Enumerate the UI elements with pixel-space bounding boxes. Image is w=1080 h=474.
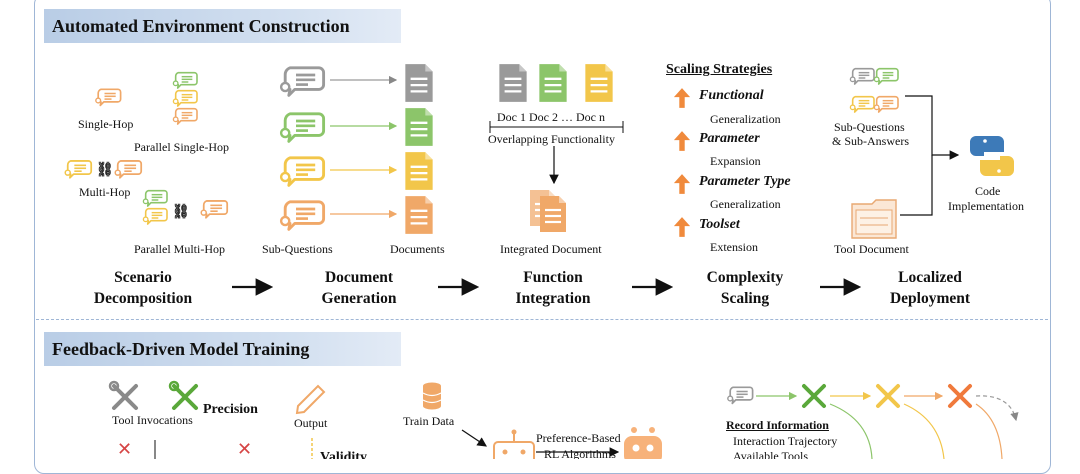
scaling-title: Scaling Strategies bbox=[666, 62, 773, 77]
label-overlap: Overlapping Functionality bbox=[488, 132, 615, 146]
label-parallel-multi-hop: Parallel Multi-Hop bbox=[134, 242, 225, 256]
scaling-item-sub: Expansion bbox=[710, 154, 761, 168]
scaling-item-name: Toolset bbox=[699, 217, 740, 232]
scaling-item-sub: Generalization bbox=[710, 112, 781, 126]
sub-qa-icon bbox=[849, 67, 899, 113]
label-interaction-trajectory: Interaction Trajectory bbox=[733, 434, 838, 448]
database-icon bbox=[422, 382, 442, 410]
robot-icon bbox=[493, 429, 535, 459]
scale-arrow-icon bbox=[673, 131, 691, 151]
python-icon bbox=[970, 136, 1014, 176]
svg-text:⛓: ⛓ bbox=[96, 161, 114, 178]
scaling-item-sub: Extension bbox=[710, 240, 758, 254]
docgen-row-green bbox=[279, 106, 434, 148]
docgen-row-gray bbox=[279, 62, 434, 104]
label-code-implementation: Implementation bbox=[948, 199, 1024, 213]
section-title-training: Feedback-Driven Model Training bbox=[44, 332, 401, 366]
tool-yellow-icon bbox=[876, 384, 900, 408]
pencil-icon bbox=[295, 384, 326, 415]
integrated-document-icon bbox=[528, 188, 568, 234]
label-output: Output bbox=[294, 416, 328, 430]
wrench-green-icon bbox=[168, 380, 198, 410]
deploy-connector bbox=[900, 155, 933, 216]
scale-arrow-icon bbox=[673, 88, 691, 108]
docgen-row-yellow bbox=[279, 150, 434, 192]
label-preference-based: Preference-Based bbox=[536, 431, 621, 445]
docgen-row-orange bbox=[279, 194, 434, 236]
section-divider bbox=[36, 319, 1048, 320]
section-title-environment: Automated Environment Construction bbox=[44, 9, 401, 43]
label-docs: Doc 1 Doc 2 … Doc n bbox=[497, 110, 605, 124]
label-tool-invocations: Tool Invocations bbox=[112, 413, 193, 427]
label-record-information: Record Information bbox=[726, 418, 829, 432]
deploy-connector bbox=[905, 95, 960, 160]
label-sub-questions-answers: Sub-Questions bbox=[834, 120, 905, 134]
label-multi-hop: Multi-Hop bbox=[79, 185, 131, 199]
wrench-icon bbox=[108, 380, 138, 410]
scaling-item-name: Parameter Type bbox=[699, 174, 791, 189]
parallel-single-hop-icon bbox=[172, 71, 198, 125]
cross-icon: ✕ bbox=[117, 439, 132, 459]
parallel-multi-hop-icon: ⛓ bbox=[142, 189, 229, 225]
tool-orange-icon bbox=[948, 384, 972, 408]
label-rl-algorithms: RL Algorithms bbox=[544, 447, 616, 459]
single-hop-icon bbox=[94, 88, 122, 107]
scale-arrow-icon bbox=[673, 174, 691, 194]
cross-icon: ✕ bbox=[237, 439, 252, 459]
diagram-graphics: ⛓ ⛓ bbox=[64, 62, 1019, 459]
label-available-tools: Available Tools bbox=[733, 449, 809, 459]
label-single-hop: Single-Hop bbox=[78, 117, 134, 131]
tool-document-icon bbox=[851, 199, 897, 239]
label-code: Code bbox=[975, 184, 1001, 198]
multi-hop-icon: ⛓ bbox=[64, 159, 143, 179]
svg-text:⛓: ⛓ bbox=[172, 203, 190, 220]
label-integrated-document: Integrated Document bbox=[500, 242, 602, 256]
robot-trained-icon bbox=[624, 427, 662, 459]
scaling-item-name: Functional bbox=[699, 88, 764, 103]
label-sub-questions: Sub-Questions bbox=[262, 242, 333, 256]
scaling-item-name: Parameter bbox=[699, 131, 760, 146]
label-precision: Precision bbox=[203, 402, 258, 417]
label-sub-questions-answers-2: & Sub-Answers bbox=[832, 134, 909, 148]
integration-docs bbox=[498, 62, 614, 104]
chat-icon bbox=[726, 386, 754, 405]
label-parallel-single-hop: Parallel Single-Hop bbox=[134, 140, 229, 154]
label-train-data: Train Data bbox=[403, 414, 455, 428]
label-validity: Validity bbox=[320, 450, 367, 459]
tool-green-icon bbox=[802, 384, 826, 408]
label-tool-document: Tool Document bbox=[834, 242, 909, 256]
scaling-item-sub: Generalization bbox=[710, 197, 781, 211]
label-documents: Documents bbox=[390, 242, 445, 256]
scale-arrow-icon bbox=[673, 217, 691, 237]
